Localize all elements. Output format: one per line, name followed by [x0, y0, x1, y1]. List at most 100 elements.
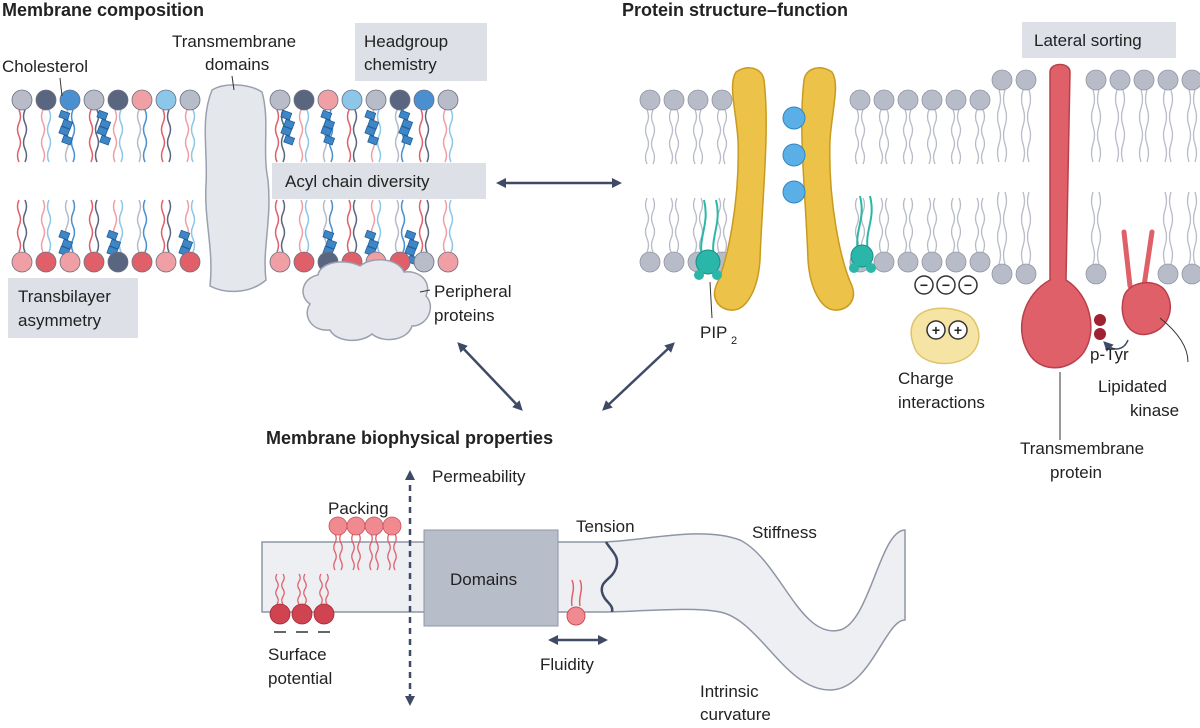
- raft-top-lipid-tail: [1120, 89, 1126, 163]
- composition-top-lipid-tail: [448, 109, 454, 163]
- biophysical-properties-panel: Membrane biophysical properties Domains …: [261, 428, 906, 724]
- ptyr-arrow: [1103, 339, 1129, 352]
- composition-title: Membrane composition: [2, 0, 204, 20]
- protein-top-lipid-tail: [980, 109, 986, 165]
- composition-bottom-lipid-tail: [298, 199, 304, 253]
- lateral-sorting-box: [1022, 22, 1176, 58]
- biophysical-title: Membrane biophysical properties: [266, 428, 553, 448]
- raft-top-lipid-head: [1181, 69, 1200, 91]
- composition-bottom-lipid-tail: [22, 199, 28, 253]
- composition-top-lipid-tail: [418, 109, 424, 163]
- raft-bottom-lipid-head: [1157, 263, 1179, 285]
- cholesterol-ring: [364, 229, 377, 241]
- composition-bottom-lipid-tail: [346, 199, 352, 253]
- protein-top-lipid-head: [849, 89, 871, 111]
- packing-lipid-head: [364, 516, 384, 536]
- composition-top-lipid-head: [11, 89, 33, 111]
- protein-top-lipid-tail: [950, 109, 956, 165]
- surface-lipid-tail: [281, 573, 285, 605]
- cholesterol-ring: [323, 118, 336, 130]
- cholesterol-ring: [322, 229, 335, 241]
- composition-bottom-lipid-head: [413, 251, 435, 273]
- domains-block: [423, 529, 559, 627]
- plus-sign-2: +: [954, 322, 962, 338]
- protein-bottom-lipid-tail: [980, 197, 986, 253]
- ion-3: [782, 180, 806, 204]
- tension-label: Tension: [576, 517, 635, 536]
- cholesterol-ring: [364, 109, 377, 121]
- surface-lipid-tail: [297, 573, 301, 605]
- protein-top-lipid-tail: [926, 109, 932, 165]
- raft-bottom-lipid-head: [1015, 263, 1037, 285]
- protein-bottom-lipid-tail: [860, 197, 866, 253]
- raft-top-lipid-tail: [1186, 89, 1192, 163]
- composition-bottom-lipid-head: [107, 251, 129, 273]
- protein-top-lipid-head: [945, 89, 967, 111]
- cholesterol-ring: [96, 125, 109, 137]
- cholesterol-ring: [367, 134, 380, 146]
- composition-top-lipid-tail: [70, 109, 76, 163]
- composition-top-lipid-tail: [190, 109, 196, 163]
- packing-lipid-tail: [369, 533, 373, 571]
- cholesterol-ring: [401, 118, 414, 130]
- phospho-tyr-1: [1094, 314, 1106, 326]
- transbilayer-asymmetry-label-1: Transbilayer: [18, 287, 111, 306]
- composition-top-lipid-head: [389, 89, 411, 111]
- transmembrane-leader: [231, 75, 235, 91]
- protein-bottom-lipid-tail: [956, 197, 962, 253]
- cholesterol-ring: [398, 125, 411, 137]
- domains-label: Domains: [450, 570, 517, 589]
- raft-top-lipid-head: [1157, 69, 1179, 91]
- protein-bottom-lipid-head: [897, 251, 919, 273]
- fluidity-lipid: [566, 579, 586, 626]
- intrinsic-curvature-label-1: Intrinsic: [700, 682, 759, 701]
- protein-bottom-lipid-tail: [644, 197, 650, 253]
- composition-top-lipid-tail: [346, 109, 352, 163]
- protein-bottom-lipid-tail: [650, 197, 656, 253]
- surface-potential-label-2: potential: [268, 669, 332, 688]
- cholesterol-ring: [404, 245, 417, 257]
- raft-top-lipid-tail: [1096, 89, 1102, 163]
- tm-protein-label-1: Transmembrane: [1020, 439, 1144, 458]
- composition-top-lipid-head: [293, 89, 315, 111]
- packing-lipids: [328, 516, 402, 571]
- raft-top-lipid-head: [1015, 69, 1037, 91]
- raft-bottom-lipid-tail: [1026, 191, 1032, 265]
- transmembrane-protein: [1020, 63, 1092, 369]
- protein-top-lipid-head: [687, 89, 709, 111]
- ion-1: [782, 106, 806, 130]
- transmembrane-domains-label-2: domains: [205, 55, 269, 74]
- composition-top-lipid-head: [59, 89, 81, 111]
- cholesterol-ring: [283, 118, 296, 130]
- protein-bottom-lipid-tail: [668, 197, 674, 253]
- protein-top-lipid-tail: [860, 109, 866, 165]
- packing-lipid-head: [382, 516, 402, 536]
- lipidated-kinase-label-1: Lipidated: [1098, 377, 1167, 396]
- cholesterol-ring: [99, 118, 112, 130]
- composition-top-lipid-tail: [160, 109, 166, 163]
- charge-interactions-label-2: interactions: [898, 393, 985, 412]
- cholesterol-ring: [367, 118, 380, 130]
- composition-bottom-lipid-tail: [46, 199, 52, 253]
- cholesterol-ring: [58, 125, 71, 137]
- protein-bottom-lipid-head: [663, 251, 685, 273]
- raft-bottom-lipid-tail: [1090, 191, 1096, 265]
- composition-top-lipid-tail: [136, 109, 142, 163]
- protein-bottom-lipid-head: [945, 251, 967, 273]
- composition-top-lipid-head: [35, 89, 57, 111]
- composition-bottom-lipid-head: [293, 251, 315, 273]
- raft-top-lipid-head: [1133, 69, 1155, 91]
- composition-biophysics-arrow: [457, 342, 523, 411]
- protein-biophysics-arrow: [602, 342, 675, 411]
- cholesterol-ring: [178, 229, 191, 241]
- protein-top-lipid-tail: [878, 109, 884, 165]
- protein-bottom-lipid-tail: [932, 197, 938, 253]
- raft-top-lipid-head: [1085, 69, 1107, 91]
- composition-bottom-lipid-head: [179, 251, 201, 273]
- composition-top-lipid-tail: [304, 109, 310, 163]
- packing-lipid-tail: [339, 533, 343, 571]
- composition-bottom-lipid-tail: [160, 199, 166, 253]
- cholesterol-ring: [181, 238, 194, 250]
- plus-charge-2: [948, 320, 968, 340]
